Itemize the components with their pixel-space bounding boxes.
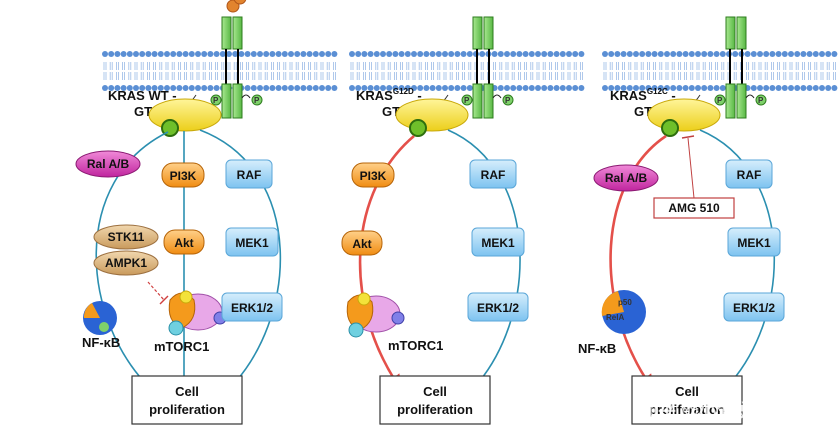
cell-proliferation-box: Cell proliferation <box>631 375 743 425</box>
erk-node: ERK1/2 <box>723 292 785 322</box>
erk-node: ERK1/2 <box>467 292 529 322</box>
svg-text:RAF: RAF <box>237 168 262 182</box>
nfkb-label: NF-κB <box>82 335 120 350</box>
phospho-icon: P P <box>714 94 767 106</box>
mek1-node: MEK1 <box>225 227 279 257</box>
svg-text:P: P <box>717 96 723 105</box>
svg-text:RelA: RelA <box>606 313 624 322</box>
svg-text:Cell: Cell <box>675 384 699 399</box>
panel-kras-wt: P P KRAS WT - GTP Ral A/B PI3K RAF <box>75 0 338 425</box>
receptor-icon <box>472 16 502 119</box>
svg-text:RAF: RAF <box>481 168 506 182</box>
mtorc1-complex-icon <box>346 292 405 338</box>
cell-proliferation-box: Cell proliferation <box>131 375 243 425</box>
pi3k-node: PI3K <box>161 162 205 188</box>
svg-text:P: P <box>213 96 219 105</box>
cell-membrane <box>102 51 338 91</box>
svg-text:PI3K: PI3K <box>170 169 197 183</box>
kras-protein <box>395 98 469 132</box>
svg-text:p50: p50 <box>618 298 632 307</box>
akt-node: Akt <box>341 230 383 256</box>
svg-text:proliferation: proliferation <box>397 402 473 417</box>
kras-label: KRASG12C - <box>610 87 676 103</box>
ral-node: Ral A/B <box>75 150 141 178</box>
svg-text:ERK1/2: ERK1/2 <box>477 301 519 315</box>
watermark-text: 知乎 @小爱说药 <box>640 400 771 421</box>
svg-text:P: P <box>254 96 260 105</box>
svg-text:proliferation: proliferation <box>149 402 225 417</box>
gtp-ball <box>161 119 179 137</box>
svg-text:PI3K: PI3K <box>360 169 387 183</box>
raf-node: RAF <box>725 159 773 189</box>
svg-text:Ral A/B: Ral A/B <box>87 157 130 171</box>
cell-membrane <box>602 51 838 91</box>
svg-text:Cell: Cell <box>423 384 447 399</box>
svg-text:P: P <box>464 96 470 105</box>
svg-text:Ral A/B: Ral A/B <box>605 171 648 185</box>
ral-node: Ral A/B <box>593 164 659 192</box>
raf-node: RAF <box>225 159 273 189</box>
cell-membrane <box>349 51 585 91</box>
kras-protein <box>148 98 222 132</box>
svg-text:ERK1/2: ERK1/2 <box>733 301 775 315</box>
svg-text:proliferation: proliferation <box>649 402 725 417</box>
svg-text:Akt: Akt <box>174 236 193 250</box>
erk-node: ERK1/2 <box>221 292 283 322</box>
receptor-icon <box>725 16 755 119</box>
stk11-node: STK11 <box>93 224 159 250</box>
mtorc1-complex-icon <box>168 290 227 336</box>
svg-text:Akt: Akt <box>352 237 371 251</box>
svg-text:AMPK1: AMPK1 <box>105 256 147 270</box>
nfkb-complex-icon: p50 RelA <box>601 290 646 334</box>
svg-text:RAF: RAF <box>737 168 762 182</box>
mek1-node: MEK1 <box>471 227 525 257</box>
kras-label: KRAS WT - <box>108 88 177 103</box>
nfkb-label: NF-κB <box>578 341 616 356</box>
amg510-inhibitor-box: AMG 510 <box>653 197 735 219</box>
panel-kras-g12d: P P KRASG12D - GTP PI3K RAF Akt MEK1 <box>341 16 585 425</box>
svg-text:MEK1: MEK1 <box>737 236 771 250</box>
ligand-icon <box>226 0 247 13</box>
svg-text:MEK1: MEK1 <box>481 236 515 250</box>
raf-node: RAF <box>469 159 517 189</box>
svg-text:P: P <box>505 96 511 105</box>
panel-kras-g12c: P P KRASG12C - GTP Ral A/B RAF AMG 510 M… <box>578 16 838 425</box>
kras-label: KRASG12D - <box>356 87 422 103</box>
svg-text:ERK1/2: ERK1/2 <box>231 301 273 315</box>
kras-protein <box>647 98 721 132</box>
phospho-icon: P P <box>210 94 263 106</box>
pi3k-node: PI3K <box>351 162 395 188</box>
gtp-ball <box>409 119 427 137</box>
ampk1-node: AMPK1 <box>93 250 159 276</box>
gtp-ball <box>661 119 679 137</box>
mtorc1-label: mTORC1 <box>388 338 443 353</box>
svg-text:Cell: Cell <box>175 384 199 399</box>
mek1-node: MEK1 <box>727 227 781 257</box>
nfkb-complex-icon <box>83 301 117 335</box>
mtorc1-label: mTORC1 <box>154 339 209 354</box>
svg-text:P: P <box>758 96 764 105</box>
receptor-icon <box>221 16 251 119</box>
cell-proliferation-box: Cell proliferation <box>379 375 491 425</box>
phospho-icon: P P <box>461 94 514 106</box>
akt-node: Akt <box>163 229 205 255</box>
svg-text:AMG 510: AMG 510 <box>668 201 720 215</box>
svg-text:STK11: STK11 <box>108 230 145 244</box>
svg-text:MEK1: MEK1 <box>235 236 269 250</box>
